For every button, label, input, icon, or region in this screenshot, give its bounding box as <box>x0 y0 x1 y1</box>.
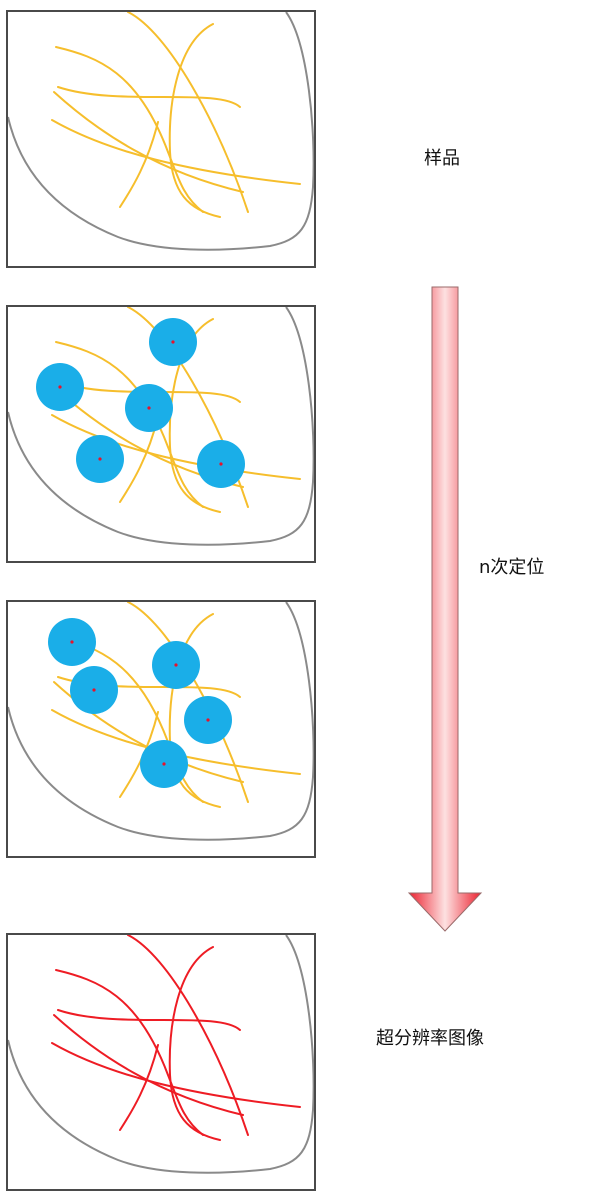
fiber-strand <box>168 946 221 1141</box>
cell-boundary <box>8 602 314 841</box>
localization-point <box>92 688 96 692</box>
fiber-strand <box>119 1044 159 1131</box>
sample-label: 样品 <box>424 148 460 169</box>
localization-point <box>147 406 151 410</box>
cell-outline <box>8 935 314 1174</box>
fiber-strand <box>168 613 221 808</box>
fiber-strand <box>55 969 204 1136</box>
cell-outline <box>8 602 314 841</box>
fiber-network <box>51 12 301 218</box>
fiber-strand <box>127 935 249 1136</box>
fiber-strand <box>168 23 221 218</box>
localization-frame-2 <box>6 600 316 858</box>
localization-count-label: n次定位 <box>479 557 545 578</box>
localization-point <box>171 340 175 344</box>
fiber-network-reconstructed <box>51 935 301 1141</box>
fiber-strand <box>53 1014 244 1116</box>
localization-point <box>174 663 178 667</box>
fiber-strand <box>57 86 241 108</box>
emitter-group <box>36 318 245 488</box>
localization-point <box>98 457 102 461</box>
fiber-strand <box>51 414 301 480</box>
fiber-strand <box>127 12 249 213</box>
cell-boundary <box>8 307 314 546</box>
fiber-strand <box>51 119 301 185</box>
localization-frame-2-illustration <box>8 602 314 841</box>
down-arrow-icon <box>407 286 483 932</box>
cell-outline <box>8 307 314 546</box>
cell-boundary <box>8 935 314 1174</box>
cell-boundary <box>8 12 314 251</box>
localization-point <box>219 462 223 466</box>
localization-point <box>206 718 210 722</box>
fiber-strand <box>119 121 159 208</box>
localization-frame-1-illustration <box>8 307 314 546</box>
fiber-strand <box>53 91 244 193</box>
sample-panel <box>6 10 316 268</box>
fiber-strand <box>55 46 204 213</box>
result-label: 超分辨率图像 <box>376 1028 484 1049</box>
cell-outline <box>8 12 314 251</box>
localization-point <box>70 640 74 644</box>
emitter-group <box>48 618 232 788</box>
fiber-strand <box>51 1042 301 1108</box>
sample-illustration <box>8 12 314 251</box>
fiber-strand <box>55 341 204 508</box>
localization-frame-1 <box>6 305 316 563</box>
super-resolution-illustration <box>8 935 314 1174</box>
fiber-strand <box>57 1009 241 1031</box>
localization-point <box>162 762 166 766</box>
fiber-strand <box>53 681 244 783</box>
super-resolution-panel <box>6 933 316 1191</box>
localization-point <box>58 385 62 389</box>
